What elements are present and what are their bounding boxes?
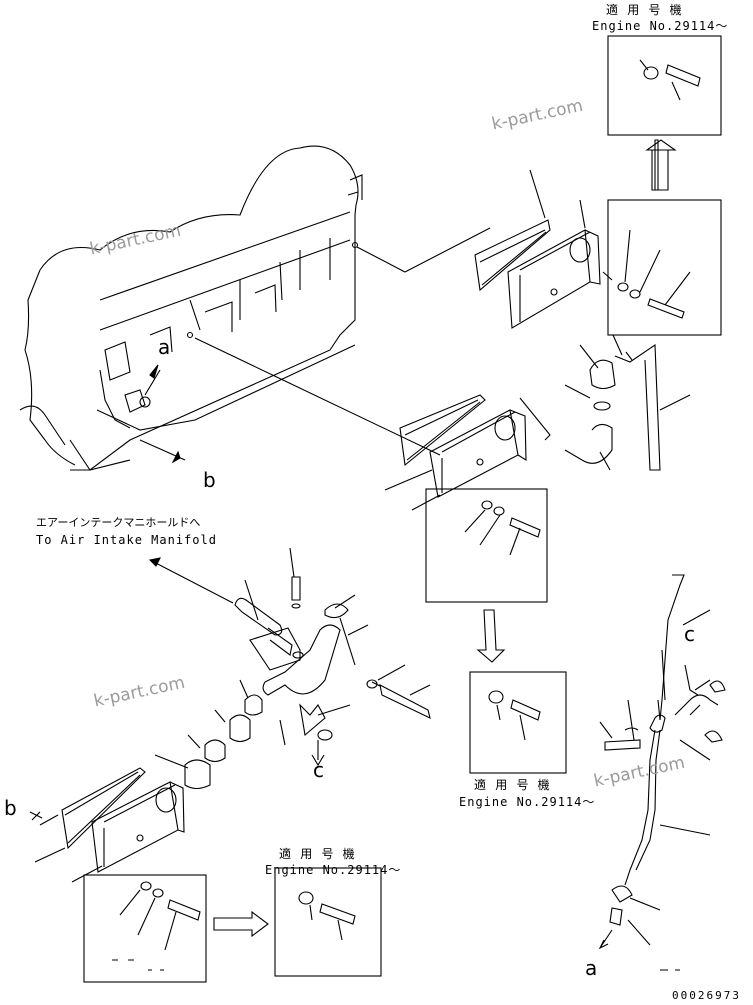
upper-right-boxes bbox=[602, 35, 722, 336]
ref-c-mid: c bbox=[313, 758, 324, 782]
ref-a-upper: a bbox=[158, 335, 171, 359]
ref-c-right: c bbox=[684, 622, 695, 646]
intake-hose-assembly bbox=[148, 547, 431, 790]
lower-cover-assembly bbox=[29, 767, 382, 983]
ref-b-lower: b bbox=[4, 796, 17, 820]
ref-a-lower: a bbox=[585, 956, 598, 980]
applicability-engine-mid: Engine No.29114～ bbox=[459, 795, 596, 809]
applicability-title-top: 適 用 号 機 bbox=[606, 3, 683, 17]
ref-b-upper: b bbox=[203, 468, 216, 492]
manifold-label-jp: エアーインテークマニホールドへ bbox=[36, 516, 201, 529]
document-number: 00026973 bbox=[672, 989, 741, 1002]
applicability-title-bottom: 適 用 号 機 bbox=[279, 847, 356, 861]
engine-block bbox=[19, 145, 363, 471]
applicability-engine-top: Engine No.29114～ bbox=[592, 19, 729, 33]
manifold-label-en: To Air Intake Manifold bbox=[36, 533, 217, 547]
middle-cover-assembly bbox=[384, 394, 567, 774]
upper-cover-assembly bbox=[474, 169, 601, 329]
breather-hose-assembly bbox=[564, 334, 691, 471]
dipstick-assembly bbox=[598, 574, 726, 971]
leader-lines bbox=[139, 227, 491, 464]
applicability-engine-bottom: Engine No.29114～ bbox=[265, 863, 402, 877]
applicability-title-mid: 適 用 号 機 bbox=[474, 778, 551, 792]
